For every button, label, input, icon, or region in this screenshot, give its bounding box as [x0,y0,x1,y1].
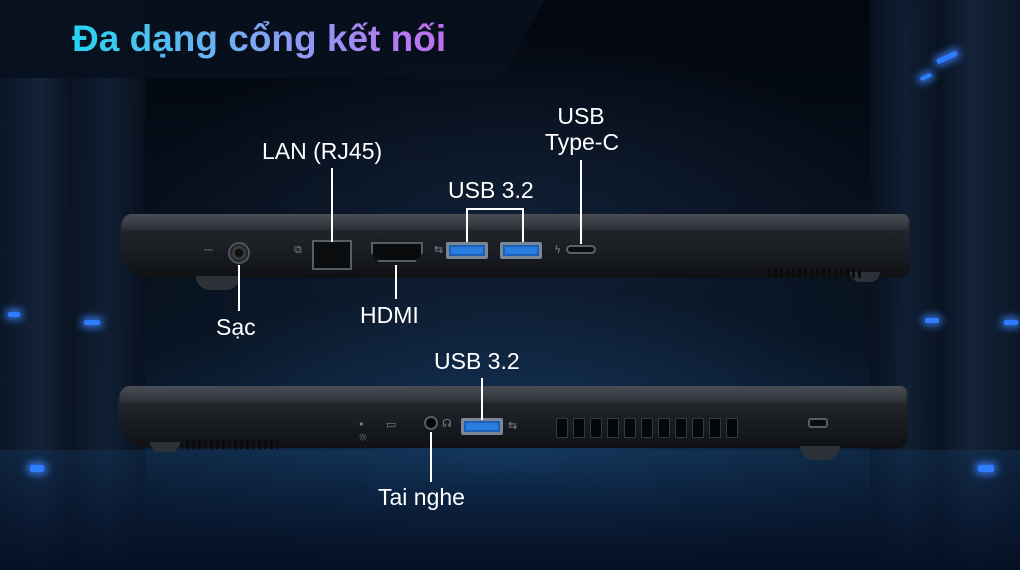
label-usb-c-line1: USB [557,103,605,129]
laptop-foot [800,446,840,460]
blue-led-light [84,320,100,325]
label-usb-pair: USB 3.2 [448,177,534,203]
laptop-foot [150,442,180,452]
usb-port-2 [500,242,542,259]
laptop-lid [120,386,906,403]
blue-led-light [1004,320,1018,325]
kensington-lock-slot [808,418,828,428]
callout-line-charge [238,265,240,311]
callout-line-lan [331,168,333,242]
blue-led-light [30,465,44,472]
air-vent-grille [768,268,861,278]
usb-glyph-icon: ⇆ [508,419,518,432]
callout-line-usb-c [580,160,582,244]
side-vent-slots [556,418,738,438]
callout-line-usb-bottom [481,378,483,420]
headset-glyph-icon: ☊ [442,417,452,430]
usb-glyph-icon: ⇆ [434,243,444,256]
thunderbolt-glyph-icon: ϟ [554,243,562,256]
air-vent-grille [186,440,279,449]
blue-led-light [925,318,939,323]
label-headphone: Tai nghe [378,484,465,510]
callout-line-usb-1 [466,208,468,242]
blue-led-light [8,312,20,317]
floor [0,450,1020,570]
label-charge: Sạc [216,314,256,340]
lan-port [312,240,352,270]
label-lan: LAN (RJ45) [262,138,383,164]
usb-type-c-port [566,245,596,254]
label-usb-bottom: USB 3.2 [434,348,520,374]
laptop-foot [850,272,880,282]
battery-glyph-icon: ▭ [386,418,397,431]
blue-led-light [978,465,994,472]
callout-line-usb-2 [522,208,524,242]
network-glyph-icon: ⧉ [294,243,302,256]
usb-port-1 [446,242,488,259]
page-title: Đa dạng cổng kết nối [72,14,446,64]
laptop-foot [196,276,240,290]
label-hdmi: HDMI [360,302,419,328]
title-band [0,0,545,78]
dc-charge-port [228,242,250,264]
callout-line-hdmi [395,265,397,299]
usb-port-3 [461,418,503,435]
label-usb-c-line2: Type-C [544,129,620,155]
callout-line-headphone [430,432,432,482]
status-led-icon: • ☼ [358,418,368,444]
callout-bracket-usb [466,208,524,210]
power-glyph-icon: ⎓ [204,243,213,256]
hdmi-port [371,242,423,262]
laptop-lid [122,214,908,230]
headphone-jack [424,416,438,430]
